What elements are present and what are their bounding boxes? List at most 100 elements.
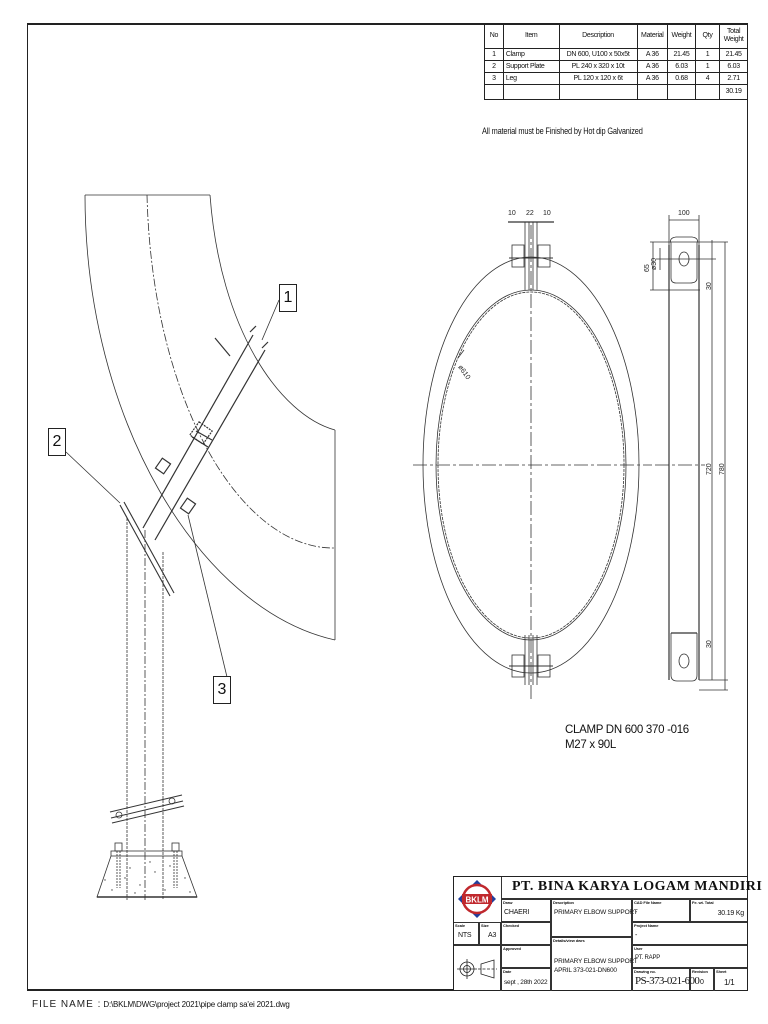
- elbow-pipe: [84, 194, 336, 641]
- drawn-by-value: CHAERI: [504, 909, 530, 916]
- svg-text:BKLM: BKLM: [465, 896, 488, 905]
- bom-total: 6.03: [719, 60, 748, 73]
- dim-strap-width: 100: [678, 210, 690, 217]
- bom-description: PL 240 x 320 x 10t: [558, 60, 638, 73]
- bom-material: A 36: [636, 60, 669, 73]
- clamp-ring-view: [413, 221, 652, 700]
- callout-1: 1: [279, 284, 297, 312]
- bom-header-row: No Item Description Material Weight Qty …: [484, 23, 748, 49]
- dim-bottom-edge: 30: [706, 640, 713, 648]
- drawing-no-cell: Drawing no. PS-373-021-600: [632, 968, 700, 991]
- support-plate: [119, 501, 175, 597]
- sheet-cell: Sheet 1/1: [714, 968, 747, 991]
- user-cell: User PT. RAPP: [632, 945, 747, 968]
- dim-inner-length: 720: [706, 463, 713, 475]
- dim-hole-dia: ø30: [651, 257, 658, 270]
- drawn-cell: Draw CHAERI: [501, 899, 551, 922]
- dim-ear-gap: 22: [526, 210, 534, 217]
- bom-total: 21.45: [719, 48, 748, 61]
- dim-ear-right: 10: [543, 210, 551, 217]
- projection-cell: [454, 945, 501, 991]
- callout-3: 3: [213, 676, 231, 704]
- clamp-strap: [142, 325, 269, 541]
- bom-weight: 6.03: [667, 60, 696, 73]
- clamp-spec-line-1: CLAMP DN 600 370 -016: [565, 724, 689, 736]
- bom-material: A 36: [636, 48, 669, 61]
- scale-cell: Scale NTS: [454, 922, 479, 945]
- support-leg: [96, 518, 198, 900]
- file-name-path: D:\BKLM\DWG\project 2021\pipe clamp sa'e…: [103, 1000, 290, 1009]
- bom-item: Leg: [502, 72, 560, 85]
- bom-qty: 1: [694, 60, 721, 73]
- details-cell: Details/view dwrs PRIMARY ELBOW SUPPORT …: [551, 937, 638, 991]
- bom-grand-total: 30.19: [719, 84, 748, 100]
- callout-number: 3: [217, 681, 227, 698]
- cad-file-value: -: [635, 909, 638, 916]
- file-name-footer: FILE NAME : D:\BKLM\DWG\project 2021\pip…: [32, 999, 290, 1010]
- clamp-spec-label: CLAMP DN 600 370 -016 M27 x 90L: [565, 723, 689, 753]
- project-name-cell: Project Name -: [632, 922, 747, 945]
- description-value: PRIMARY ELBOW SUPPORT: [554, 909, 638, 916]
- bom-header-no: No: [484, 23, 504, 49]
- approved-cell: Approved: [501, 945, 551, 968]
- table-row: 2 Support Plate PL 240 x 320 x 10t A 36 …: [484, 60, 748, 73]
- callout-number: 2: [52, 433, 62, 450]
- bom-qty: 4: [694, 72, 721, 85]
- bom-item: Clamp: [502, 48, 560, 61]
- bom-weight: 21.45: [667, 48, 696, 61]
- weight-total-cell: Fe. wt. Total 30.19 Kg: [690, 899, 747, 922]
- bom-weight: 0.68: [667, 72, 696, 85]
- galvanizing-note: All material must be Finished by Hot dip…: [482, 126, 643, 136]
- bom-header-material: Material: [636, 23, 669, 49]
- drawing-no-value: PS-373-021-600: [635, 975, 700, 987]
- bom-header-weight: Weight: [667, 23, 696, 49]
- bom-description: DN 600, U100 x 50x5t: [558, 48, 638, 61]
- bom-item: Support Plate: [502, 60, 560, 73]
- bom-qty: 1: [694, 48, 721, 61]
- dim-ear-left: 10: [508, 210, 516, 217]
- size-cell: Size A3: [479, 922, 501, 945]
- callout-2: 2: [48, 428, 66, 456]
- bom-header-description: Description: [558, 23, 638, 49]
- company-cell: PT. BINA KARYA LOGAM MANDIRI: [501, 877, 762, 899]
- date-cell: Date sept , 28th 2022: [501, 968, 551, 991]
- bom-header-total-weight: Total Weight: [719, 23, 748, 49]
- file-name-label: FILE NAME :: [32, 999, 102, 1010]
- title-block: BKLM PT. BINA KARYA LOGAM MANDIRI Scale …: [453, 876, 762, 991]
- revision-value: 0: [700, 979, 704, 986]
- dim-hole-offset: 65: [644, 264, 651, 272]
- dim-top-edge: 30: [706, 282, 713, 290]
- details-line-2: APRIL 373-021-DN600: [554, 967, 617, 974]
- third-angle-projection-icon: [457, 959, 497, 979]
- table-row: 1 Clamp DN 600, U100 x 50x5t A 36 21.45 …: [484, 48, 748, 61]
- user-value: PT. RAPP: [635, 955, 661, 961]
- description-cell: Description PRIMARY ELBOW SUPPORT: [551, 899, 638, 937]
- bom-no: 1: [484, 48, 504, 61]
- cad-file-cell: CAD File Name -: [632, 899, 690, 922]
- bom-material: A 36: [636, 72, 669, 85]
- bom-no: 2: [484, 60, 504, 73]
- bom-no: 3: [484, 72, 504, 85]
- scale-value: NTS: [458, 932, 472, 939]
- details-line-1: PRIMARY ELBOW SUPPORT: [554, 958, 638, 965]
- checked-cell: Checked: [501, 922, 551, 945]
- sheet-value: 1/1: [724, 978, 735, 987]
- project-name-value: -: [635, 932, 638, 939]
- dim-overall-length: 780: [719, 463, 726, 475]
- concrete-hatch: [104, 861, 191, 894]
- company-logo-icon: BKLM: [458, 880, 496, 918]
- table-row: 3 Leg PL 120 x 120 x 6t A 36 0.68 4 2.71: [484, 72, 748, 85]
- clamp-spec-line-2: M27 x 90L: [565, 739, 616, 751]
- drawing-sheet-border: [27, 23, 748, 991]
- clamp-side-view: [650, 215, 728, 691]
- bom-total: 2.71: [719, 72, 748, 85]
- bom-description: PL 120 x 120 x 6t: [558, 72, 638, 85]
- revision-cell: Revision 0: [690, 968, 714, 991]
- bom-header-item: Item: [502, 23, 560, 49]
- bom-header-qty: Qty: [694, 23, 721, 49]
- bom-total-row: 30.19: [484, 84, 748, 100]
- date-value: sept , 28th 2022: [504, 979, 548, 986]
- logo-cell: BKLM: [454, 877, 501, 922]
- company-name: PT. BINA KARYA LOGAM MANDIRI: [512, 879, 763, 894]
